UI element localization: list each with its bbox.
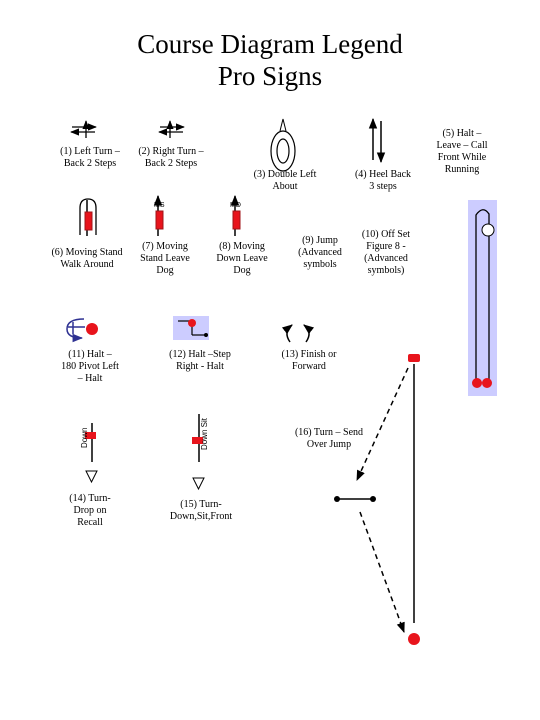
page-title: Course Diagram Legend Pro Signs [0, 28, 540, 92]
down-sit-text: Down Sit [200, 417, 209, 450]
turn-drop-on-recall-symbol [85, 423, 98, 484]
title-line-1: Course Diagram Legend [137, 29, 403, 59]
label-halt-pivot-left: (11) Halt –180 Pivot Left– Halt [61, 349, 119, 384]
moving-stand-leave-dog-symbol [153, 194, 164, 236]
down-text: Down [80, 427, 89, 448]
halt-step-right-symbol [173, 316, 209, 340]
halt-pivot-left-symbol [66, 318, 98, 343]
turn-send-over-jump-symbol [334, 354, 420, 645]
turn-down-sit-front-symbol [192, 414, 205, 491]
right-turn-symbol [158, 120, 185, 138]
moving-down-leave-dog-symbol [230, 194, 241, 236]
double-left-about-symbol [270, 118, 296, 172]
label-left-turn: (1) Left Turn –Back 2 Steps [60, 146, 120, 169]
moving-stand-walk-around-symbol [79, 198, 97, 236]
halt-leave-call-front-symbol [468, 200, 497, 396]
title-line-2: Pro Signs [217, 61, 323, 91]
heel-back-symbol [368, 117, 386, 164]
ms-text: MS [154, 202, 165, 209]
label-right-turn: (2) Right Turn –Back 2 Steps [138, 146, 204, 169]
left-turn-symbol [70, 120, 97, 138]
md-text: MD [230, 202, 241, 209]
finish-forward-symbol [281, 324, 315, 343]
label-turn-down-sit-front: (15) Turn-Down,Sit,Front [169, 499, 233, 522]
